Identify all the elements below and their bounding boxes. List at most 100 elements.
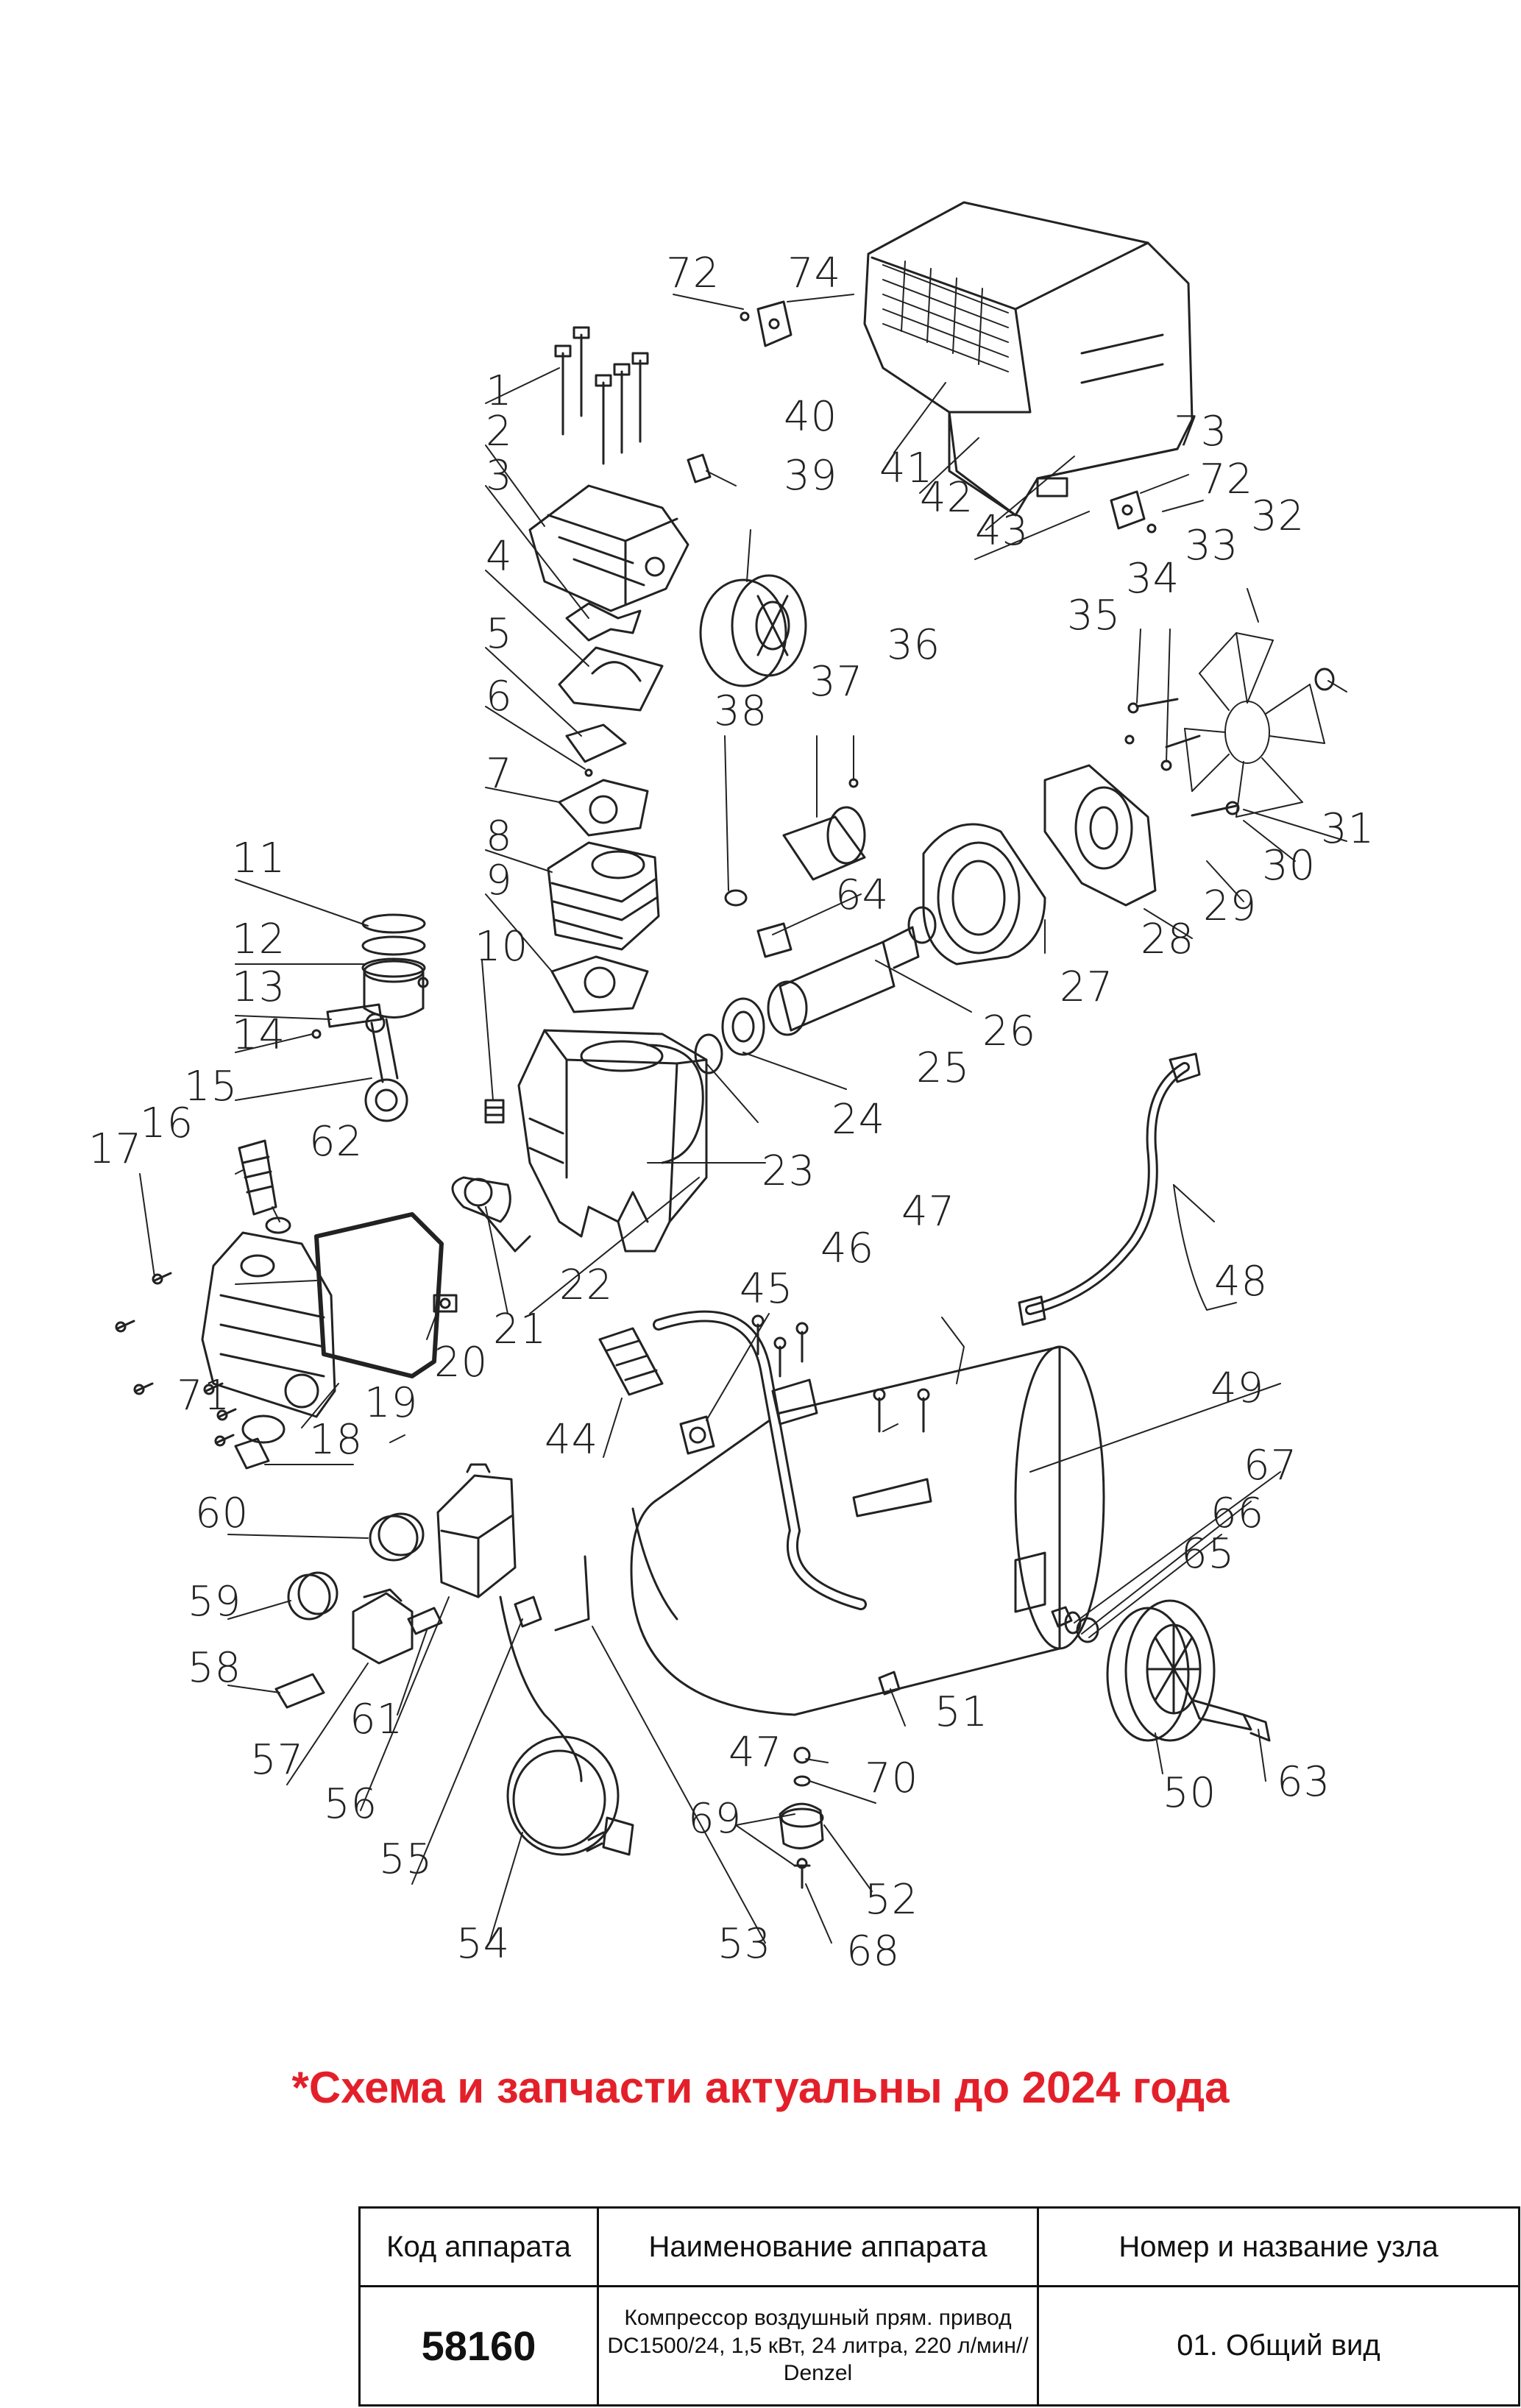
callout-2: 2	[486, 408, 513, 456]
leader-lines	[139, 294, 1347, 1944]
gasket-9	[550, 955, 649, 1013]
crank-parts	[433, 1176, 531, 1313]
callout-13: 13	[232, 963, 286, 1011]
nut-67	[1051, 1606, 1073, 1628]
callout-37: 37	[809, 658, 863, 706]
callout-64: 64	[835, 871, 889, 919]
valve-plate	[558, 646, 664, 777]
callout-50: 50	[1163, 1769, 1216, 1817]
piston-group	[311, 913, 429, 1122]
callout-73: 73	[1174, 408, 1227, 456]
callout-74: 74	[787, 249, 841, 297]
small-screws	[115, 1272, 237, 1447]
gasket-3	[565, 602, 642, 642]
callout-5: 5	[486, 610, 513, 658]
callout-60: 60	[195, 1490, 249, 1537]
callout-23: 23	[762, 1147, 815, 1195]
callout-16: 16	[140, 1099, 194, 1147]
callout-66: 66	[1210, 1490, 1264, 1537]
callout-14: 14	[232, 1011, 286, 1059]
callout-55: 55	[379, 1835, 433, 1883]
callout-33: 33	[1185, 522, 1238, 570]
callout-20: 20	[434, 1339, 488, 1387]
callout-22: 22	[559, 1261, 613, 1309]
callout-6: 6	[486, 673, 513, 720]
callout-27: 27	[1060, 963, 1113, 1011]
callout-11: 11	[232, 835, 286, 882]
callout-1: 1	[486, 367, 513, 415]
callout-39: 39	[784, 452, 837, 500]
callout-25: 25	[916, 1044, 970, 1092]
callout-56: 56	[324, 1780, 377, 1828]
callout-45: 45	[740, 1265, 793, 1313]
callout-numbers: 1 2 3 4 5 6 7 8 9 10 11 12 13 14 15 16 1…	[88, 249, 1375, 1975]
callout-7: 7	[486, 750, 513, 798]
callout-44: 44	[545, 1416, 598, 1464]
bracket-73	[1110, 490, 1157, 534]
callout-67: 67	[1244, 1442, 1297, 1490]
validity-notice: *Схема и запчасти актуальны до 2024 года	[291, 2063, 1230, 2112]
callout-47-a: 47	[901, 1188, 955, 1236]
callout-36: 36	[887, 621, 940, 669]
callout-46: 46	[820, 1225, 874, 1272]
header-name: Наименование аппарата	[597, 2206, 1039, 2287]
callout-4: 4	[486, 533, 513, 581]
callout-40: 40	[784, 393, 837, 441]
callout-72-a: 72	[666, 249, 720, 297]
motor-group	[687, 453, 1335, 1074]
callout-59: 59	[188, 1578, 241, 1626]
callout-34: 34	[1126, 555, 1180, 603]
pressure-switch	[274, 1463, 634, 1856]
cylinder-head	[528, 484, 689, 612]
callout-70: 70	[865, 1754, 918, 1802]
callout-18: 18	[309, 1416, 363, 1464]
callout-38: 38	[714, 687, 767, 735]
gasket-7	[558, 779, 649, 837]
unit-name: 01. Общий вид	[1037, 2285, 1520, 2407]
cylinder	[547, 841, 660, 951]
air-tank	[630, 1310, 1105, 1716]
title-block: Код аппарата Наименование аппарата Номер…	[358, 2206, 1520, 2407]
axle-bolt-63	[1191, 1699, 1271, 1742]
breather	[238, 1139, 291, 1234]
callout-21: 21	[493, 1306, 547, 1353]
callout-62: 62	[309, 1118, 363, 1166]
callout-41: 41	[879, 445, 933, 492]
ring-71	[241, 1414, 286, 1444]
callout-53: 53	[717, 1920, 771, 1968]
filter-44	[598, 1327, 664, 1396]
callout-65: 65	[1181, 1530, 1235, 1578]
callout-17: 17	[88, 1125, 142, 1173]
callout-31: 31	[1321, 805, 1375, 853]
callout-26: 26	[982, 1008, 1036, 1055]
callout-71: 71	[177, 1372, 230, 1420]
crankcase	[517, 1029, 708, 1253]
callout-32: 32	[1251, 492, 1305, 540]
foot-group	[779, 1746, 824, 1889]
device-name: Компрессор воздушный прям. привод DC1500…	[597, 2285, 1039, 2407]
callout-35: 35	[1067, 592, 1121, 640]
callout-3: 3	[486, 452, 513, 500]
callout-52: 52	[865, 1876, 918, 1924]
callout-48: 48	[1214, 1258, 1268, 1306]
callout-51: 51	[935, 1688, 988, 1736]
callout-72-b: 72	[1199, 456, 1253, 503]
callout-19: 19	[364, 1379, 418, 1427]
callout-29: 29	[1203, 882, 1257, 930]
callout-8: 8	[486, 812, 513, 860]
callout-49: 49	[1210, 1364, 1264, 1412]
crankcase-cover	[201, 1212, 444, 1418]
head-bolts	[554, 326, 649, 465]
header-unit: Номер и название узла	[1037, 2206, 1520, 2287]
callout-57: 57	[250, 1736, 304, 1784]
callout-68: 68	[846, 1927, 900, 1975]
callout-54: 54	[456, 1920, 510, 1968]
callout-9: 9	[486, 857, 513, 904]
wheel	[1106, 1599, 1216, 1742]
callout-63: 63	[1277, 1758, 1330, 1806]
callout-15: 15	[184, 1063, 238, 1111]
callout-58: 58	[188, 1644, 241, 1692]
callout-43: 43	[975, 507, 1029, 555]
callout-28: 28	[1141, 916, 1194, 963]
